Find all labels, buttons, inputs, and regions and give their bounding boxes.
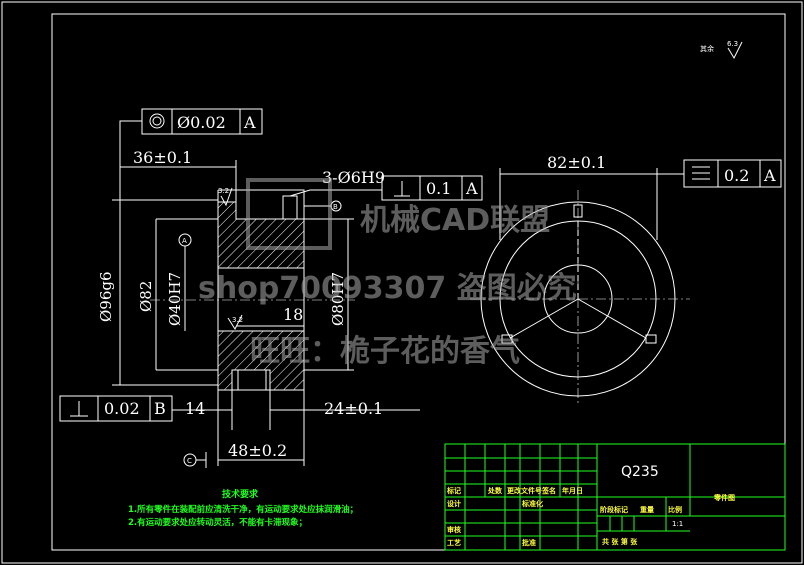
dim-82-text: Ø82 bbox=[137, 281, 155, 312]
cell-mark: 标记 bbox=[446, 486, 461, 495]
fcf-right-tolerance: 0.2 bbox=[724, 166, 749, 185]
roughness-face-value: 3.2 bbox=[218, 187, 229, 195]
dim-24-text: 24±0.1 bbox=[324, 399, 383, 418]
dim-80-text: Ø80H7 bbox=[329, 272, 347, 326]
cell-stage: 阶段标记 bbox=[600, 505, 628, 514]
dim-48: 48±0.2 bbox=[217, 390, 305, 466]
title-material: Q235 bbox=[621, 464, 659, 480]
datum-c-label: C bbox=[187, 457, 192, 465]
dim-82-end: 82±0.1 bbox=[499, 153, 658, 240]
concentricity-icon bbox=[149, 113, 165, 129]
watermark-line3: 旺旺：桅子花的香气 bbox=[250, 334, 520, 369]
roughness-rest-label: 其余 bbox=[700, 44, 714, 53]
perpendicular-icon bbox=[394, 181, 410, 197]
watermark-line2: shop70093307 盗图必究 bbox=[198, 271, 577, 306]
watermark-line1: 机械CAD联盟 bbox=[360, 203, 550, 238]
pin-hole bbox=[282, 195, 298, 220]
roughness-rest-value: 6.3 bbox=[727, 40, 738, 48]
datum-b-label: B bbox=[333, 203, 338, 211]
roughness-rest-note: 其余 6.3 bbox=[700, 40, 743, 60]
cell-weight: 重量 bbox=[640, 505, 654, 514]
cell-ratio: 比例 bbox=[668, 505, 682, 514]
cell-count: 处数 bbox=[487, 486, 503, 495]
dim-48-text: 48±0.2 bbox=[228, 441, 287, 460]
cell-check: 审核 bbox=[447, 525, 461, 534]
fcf-right-datum: A bbox=[763, 166, 776, 185]
fcf-symmetry: 0.2 A bbox=[657, 159, 782, 188]
cell-sheets: 共 张 第 张 bbox=[602, 537, 638, 546]
roughness-face-icon bbox=[220, 187, 233, 207]
fcf-concentricity: Ø0.02 A bbox=[119, 108, 263, 200]
title-scale: 1:1 bbox=[672, 520, 683, 528]
dim-96: Ø96g6 bbox=[97, 199, 218, 386]
tech-req-item2: 2.有运动要求处应转动灵活，不能有卡滞现象； bbox=[128, 517, 307, 528]
dim-14: 14 bbox=[172, 399, 232, 418]
tech-req-title: 技术要求 bbox=[222, 488, 259, 500]
tech-requirements: 技术要求 1.所有零件在装配前应清洗干净，有运动要求处应抹润滑油； 2.有运动要… bbox=[128, 488, 358, 528]
roughness-bore-icon bbox=[227, 314, 243, 331]
title-part-name: 零件图 bbox=[713, 493, 735, 502]
title-block: Q235 零件图 1:1 标记 处数 更改文件号 签名 年月日 设计 标准化 审… bbox=[444, 443, 786, 551]
watermark-logo bbox=[246, 178, 332, 250]
dim-40: Ø40H7 bbox=[166, 268, 186, 331]
fcf-holes-tolerance: 0.1 bbox=[426, 179, 451, 198]
dim-36-text: 36±0.1 bbox=[133, 148, 192, 167]
roughness-symbol-icon bbox=[727, 41, 743, 60]
cell-design: 设计 bbox=[447, 499, 461, 508]
datum-a-label: A bbox=[182, 237, 187, 245]
dim-24: 24±0.1 bbox=[270, 399, 420, 418]
cell-approve: 批准 bbox=[522, 538, 536, 547]
dim-holes-text: 3-Ø6H9 bbox=[322, 168, 385, 187]
fcf-perpendicularity-b: 0.02 B bbox=[59, 395, 173, 422]
dim-14-text: 14 bbox=[185, 399, 205, 418]
bore-slot bbox=[237, 369, 267, 391]
dim-36: 36±0.1 bbox=[120, 148, 237, 202]
end-view bbox=[470, 190, 690, 405]
dim-18-text: 18 bbox=[283, 305, 303, 324]
fcf-holes-datum: A bbox=[465, 179, 478, 198]
symmetry-icon bbox=[692, 166, 710, 180]
dim-82-end-text: 82±0.1 bbox=[547, 153, 606, 172]
drawing-border bbox=[51, 13, 786, 551]
dim-96-text: Ø96g6 bbox=[97, 271, 115, 322]
cell-change-doc: 更改文件号 bbox=[507, 486, 542, 495]
cell-process: 工艺 bbox=[447, 538, 461, 547]
tech-req-item1: 1.所有零件在装配前应清洗干净，有运动要求处应抹润滑油； bbox=[128, 504, 358, 515]
fcf-top-tolerance: Ø0.02 bbox=[177, 113, 226, 132]
dim-80: Ø80H7 bbox=[304, 218, 354, 371]
dim-40-text: Ø40H7 bbox=[166, 272, 184, 326]
fcf-top-datum: A bbox=[243, 113, 256, 132]
roughness-bore-value: 3.2 bbox=[232, 316, 243, 324]
cell-date: 年月日 bbox=[562, 486, 583, 495]
dim-82: Ø82 bbox=[137, 219, 157, 370]
holes-callout: 3-Ø6H9 0.1 A bbox=[289, 168, 483, 201]
fcf-bottom-datum: B bbox=[154, 399, 166, 418]
cell-standardize: 标准化 bbox=[521, 499, 543, 508]
watermark: 机械CAD联盟 shop70093307 盗图必究 旺旺：桅子花的香气 bbox=[198, 178, 577, 369]
dim-18: 18 bbox=[236, 305, 304, 327]
fcf-bottom-tolerance: 0.02 bbox=[104, 399, 140, 418]
perpendicular-icon bbox=[70, 401, 88, 417]
cell-sign: 签名 bbox=[541, 486, 556, 495]
